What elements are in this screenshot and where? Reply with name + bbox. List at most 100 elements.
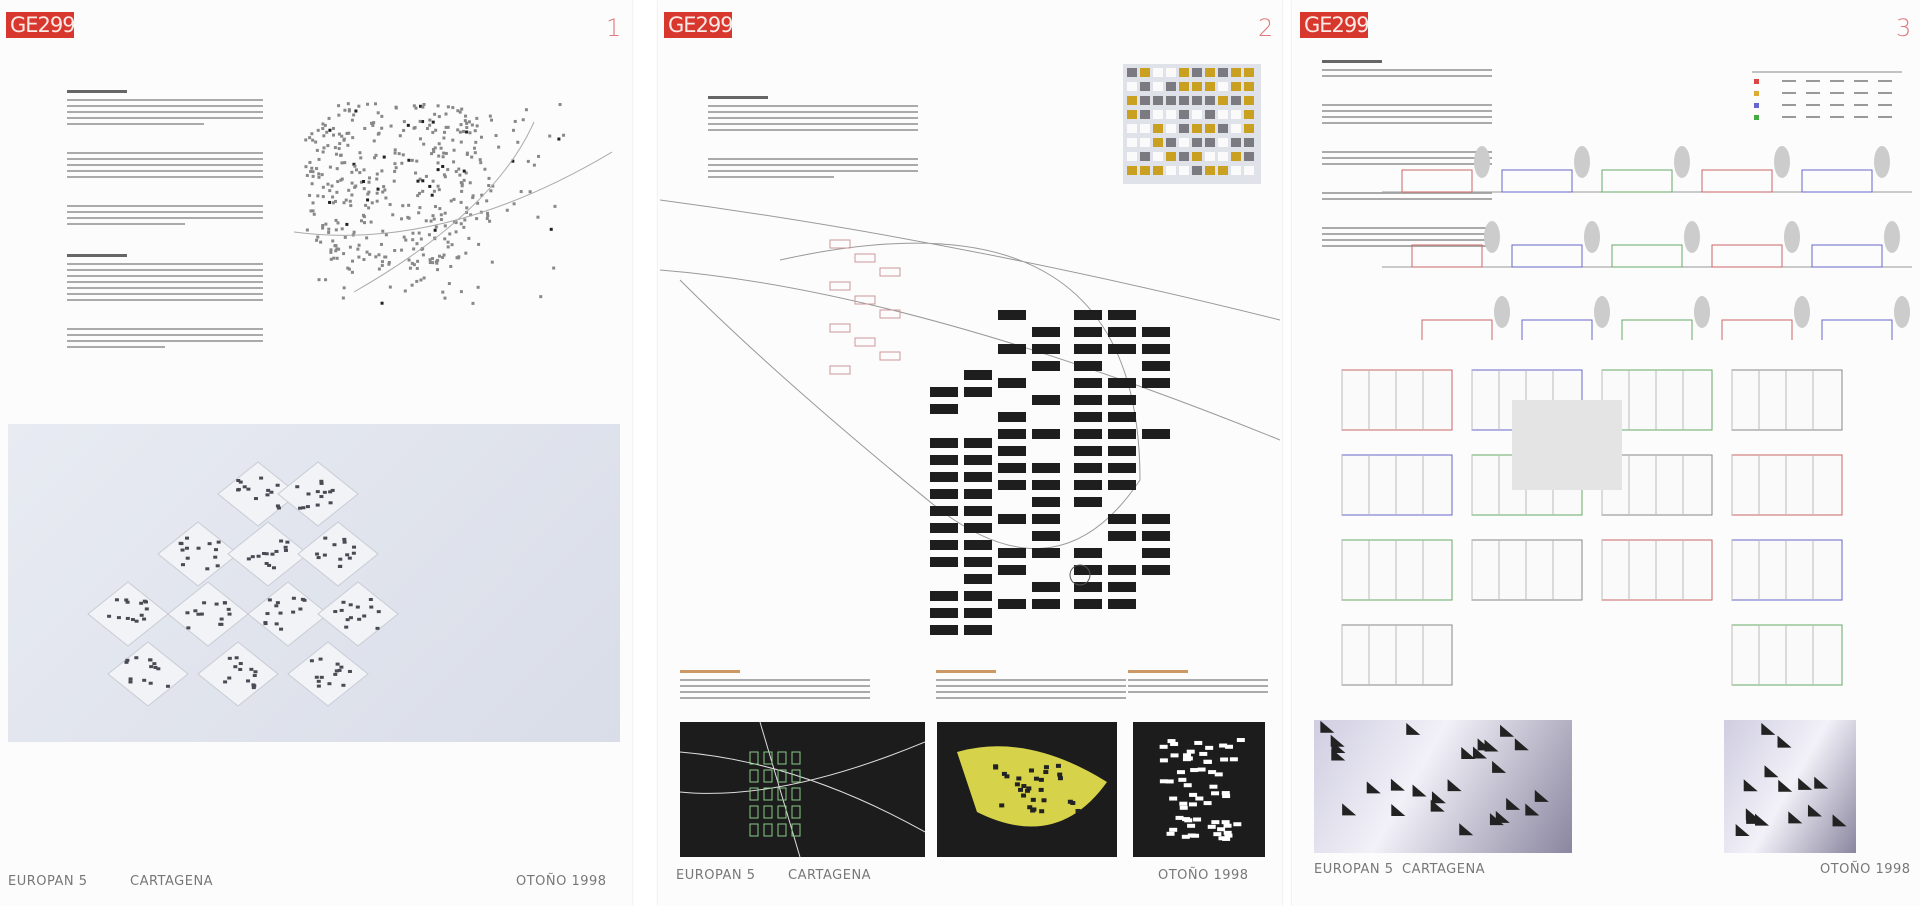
drawing-mark <box>325 130 329 134</box>
drawing-mark <box>1108 446 1136 456</box>
drawing-mark <box>337 668 342 672</box>
drawing-mark <box>371 123 375 127</box>
drawing-mark <box>387 261 391 265</box>
drawing-mark <box>930 540 958 550</box>
drawing-mark <box>1032 429 1060 439</box>
drawing-mark <box>473 151 477 155</box>
drawing-mark <box>394 166 398 170</box>
drawing-mark <box>331 195 335 199</box>
drawing-mark <box>305 505 310 509</box>
drawing-mark <box>153 665 158 669</box>
drawing-mark <box>319 240 323 244</box>
drawing-mark <box>1166 166 1176 175</box>
drawing-mark <box>1074 599 1102 609</box>
drawing-mark <box>443 224 447 228</box>
drawing-mark <box>338 557 343 561</box>
drawing-mark <box>1229 757 1238 762</box>
drawing-mark <box>315 503 320 507</box>
drawing-mark <box>749 769 759 783</box>
drawing-mark <box>964 591 992 601</box>
drawing-mark <box>485 199 489 203</box>
drawing-mark <box>1108 463 1136 473</box>
drawing-mark <box>437 142 441 146</box>
drawing-mark <box>1811 244 1883 268</box>
drawing-mark <box>1032 531 1060 541</box>
drawing-mark <box>310 132 314 136</box>
drawing-mark <box>319 479 324 483</box>
drawing-mark <box>465 152 469 156</box>
drawing-mark <box>1221 820 1230 825</box>
drawing-mark <box>348 603 353 607</box>
drawing-mark <box>1074 378 1102 388</box>
drawing-mark <box>402 120 406 124</box>
drawing-mark <box>376 187 380 191</box>
drawing-mark <box>1512 400 1622 490</box>
drawing-mark <box>1244 96 1254 105</box>
drawing-mark <box>1830 80 1844 82</box>
page-number: 3 <box>1896 14 1912 42</box>
drawing-mark <box>452 148 456 152</box>
drawing-mark <box>1179 166 1189 175</box>
drawing-mark <box>1471 539 1583 601</box>
drawing-mark <box>1236 738 1245 743</box>
drawing-mark <box>1142 378 1170 388</box>
drawing-mark <box>449 199 453 203</box>
drawing-mark <box>365 250 369 254</box>
drawing-mark <box>964 489 992 499</box>
drawing-mark <box>326 182 330 186</box>
drawing-mark <box>278 611 283 615</box>
drawing-mark <box>403 289 407 293</box>
drawing-mark <box>410 158 414 162</box>
drawing-mark <box>558 103 562 107</box>
drawing-mark <box>964 387 992 397</box>
drawing-mark <box>1205 152 1215 161</box>
drawing-mark <box>107 641 189 707</box>
drawing-mark <box>342 286 346 290</box>
drawing-mark <box>1218 836 1227 841</box>
drawing-mark <box>1484 221 1500 253</box>
drawing-mark <box>791 823 801 837</box>
drawing-mark <box>1153 96 1163 105</box>
drawing-mark <box>1205 166 1215 175</box>
drawing-mark <box>1782 116 1796 118</box>
drawing-mark <box>359 156 363 160</box>
drawing-mark <box>1142 548 1170 558</box>
drawing-mark <box>362 258 366 262</box>
drawing-mark <box>348 245 352 249</box>
drawing-mark <box>1782 80 1796 82</box>
drawing-mark <box>1231 138 1241 147</box>
drawing-mark <box>317 581 399 647</box>
drawing-mark <box>407 216 411 220</box>
drawing-mark <box>199 612 204 616</box>
drawing-mark <box>336 221 340 225</box>
drawing-mark <box>294 121 612 293</box>
drawing-mark <box>392 179 396 183</box>
drawing-mark <box>432 217 436 221</box>
drawing-mark <box>215 564 220 568</box>
drawing-mark <box>1169 796 1178 801</box>
diagram-streets <box>680 722 925 857</box>
drawing-mark <box>460 189 464 193</box>
footer-date: OTOÑO 1998 <box>1158 868 1249 883</box>
drawing-mark <box>358 171 362 175</box>
drawing-mark <box>964 472 992 482</box>
drawing-mark <box>340 134 344 138</box>
drawing-mark <box>412 126 416 130</box>
drawing-mark <box>459 290 463 294</box>
drawing-mark <box>353 164 357 168</box>
drawing-mark <box>999 803 1005 808</box>
drawing-mark <box>393 151 397 155</box>
drawing-mark <box>383 188 387 192</box>
text-block <box>708 90 918 182</box>
drawing-mark <box>486 211 490 215</box>
drawing-mark <box>436 184 440 188</box>
drawing-mark <box>444 151 448 155</box>
drawing-mark <box>1032 497 1060 507</box>
drawing-mark <box>347 131 351 135</box>
drawing-mark <box>439 146 443 150</box>
drawing-mark <box>266 488 271 492</box>
drawing-mark <box>238 662 243 666</box>
drawing-mark <box>930 591 958 601</box>
drawing-mark <box>270 552 275 556</box>
drawing-mark <box>436 161 440 165</box>
